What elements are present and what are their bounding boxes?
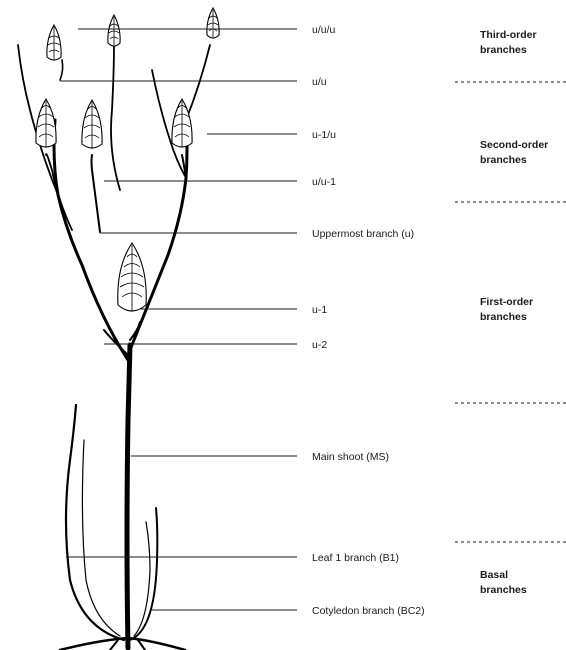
- label-leaf1-branch: Leaf 1 branch (B1): [312, 552, 399, 564]
- main-shoot-stem: [127, 345, 130, 648]
- group-third-order-line2: branches: [480, 44, 527, 56]
- second-order-branch-h: [60, 60, 63, 80]
- label-cotyledon-branch: Cotyledon branch (BC2): [312, 605, 425, 617]
- inflorescence-c: [172, 99, 192, 147]
- inflorescence-e: [108, 15, 120, 46]
- first-order-branch-right: [130, 120, 187, 350]
- label-u-u1: u/u-1: [312, 176, 336, 188]
- basal-branch-bc2: [130, 508, 157, 640]
- group-basal-line1: Basal: [480, 569, 508, 581]
- label-u-u: u/u: [312, 76, 327, 88]
- basal-branch-b1: [66, 405, 124, 640]
- group-second-order-line1: Second-order: [480, 139, 548, 151]
- inflorescence-d: [47, 25, 61, 60]
- group-first-order-line2: branches: [480, 311, 527, 323]
- label-u2: u-2: [312, 339, 327, 351]
- group-third-order-line1: Third-order: [480, 29, 537, 41]
- second-order-branch-d: [111, 45, 120, 190]
- inflorescence-main: [118, 243, 146, 311]
- group-first-order-line1: First-order: [480, 296, 533, 308]
- inflorescence-f: [207, 8, 219, 38]
- label-u1-u: u-1/u: [312, 129, 336, 141]
- second-order-branch-c: [92, 155, 101, 232]
- label-main-shoot: Main shoot (MS): [312, 451, 389, 463]
- label-u-u-u: u/u/u: [312, 24, 336, 36]
- inflorescence-a: [36, 99, 56, 147]
- label-uppermost-branch: Uppermost branch (u): [312, 228, 414, 240]
- inflorescence-b: [82, 100, 102, 148]
- group-basal-line2: branches: [480, 584, 527, 596]
- first-order-branch-u2: [104, 330, 128, 355]
- group-second-order-line2: branches: [480, 154, 527, 166]
- second-order-branch-g: [186, 45, 210, 120]
- label-u1: u-1: [312, 304, 327, 316]
